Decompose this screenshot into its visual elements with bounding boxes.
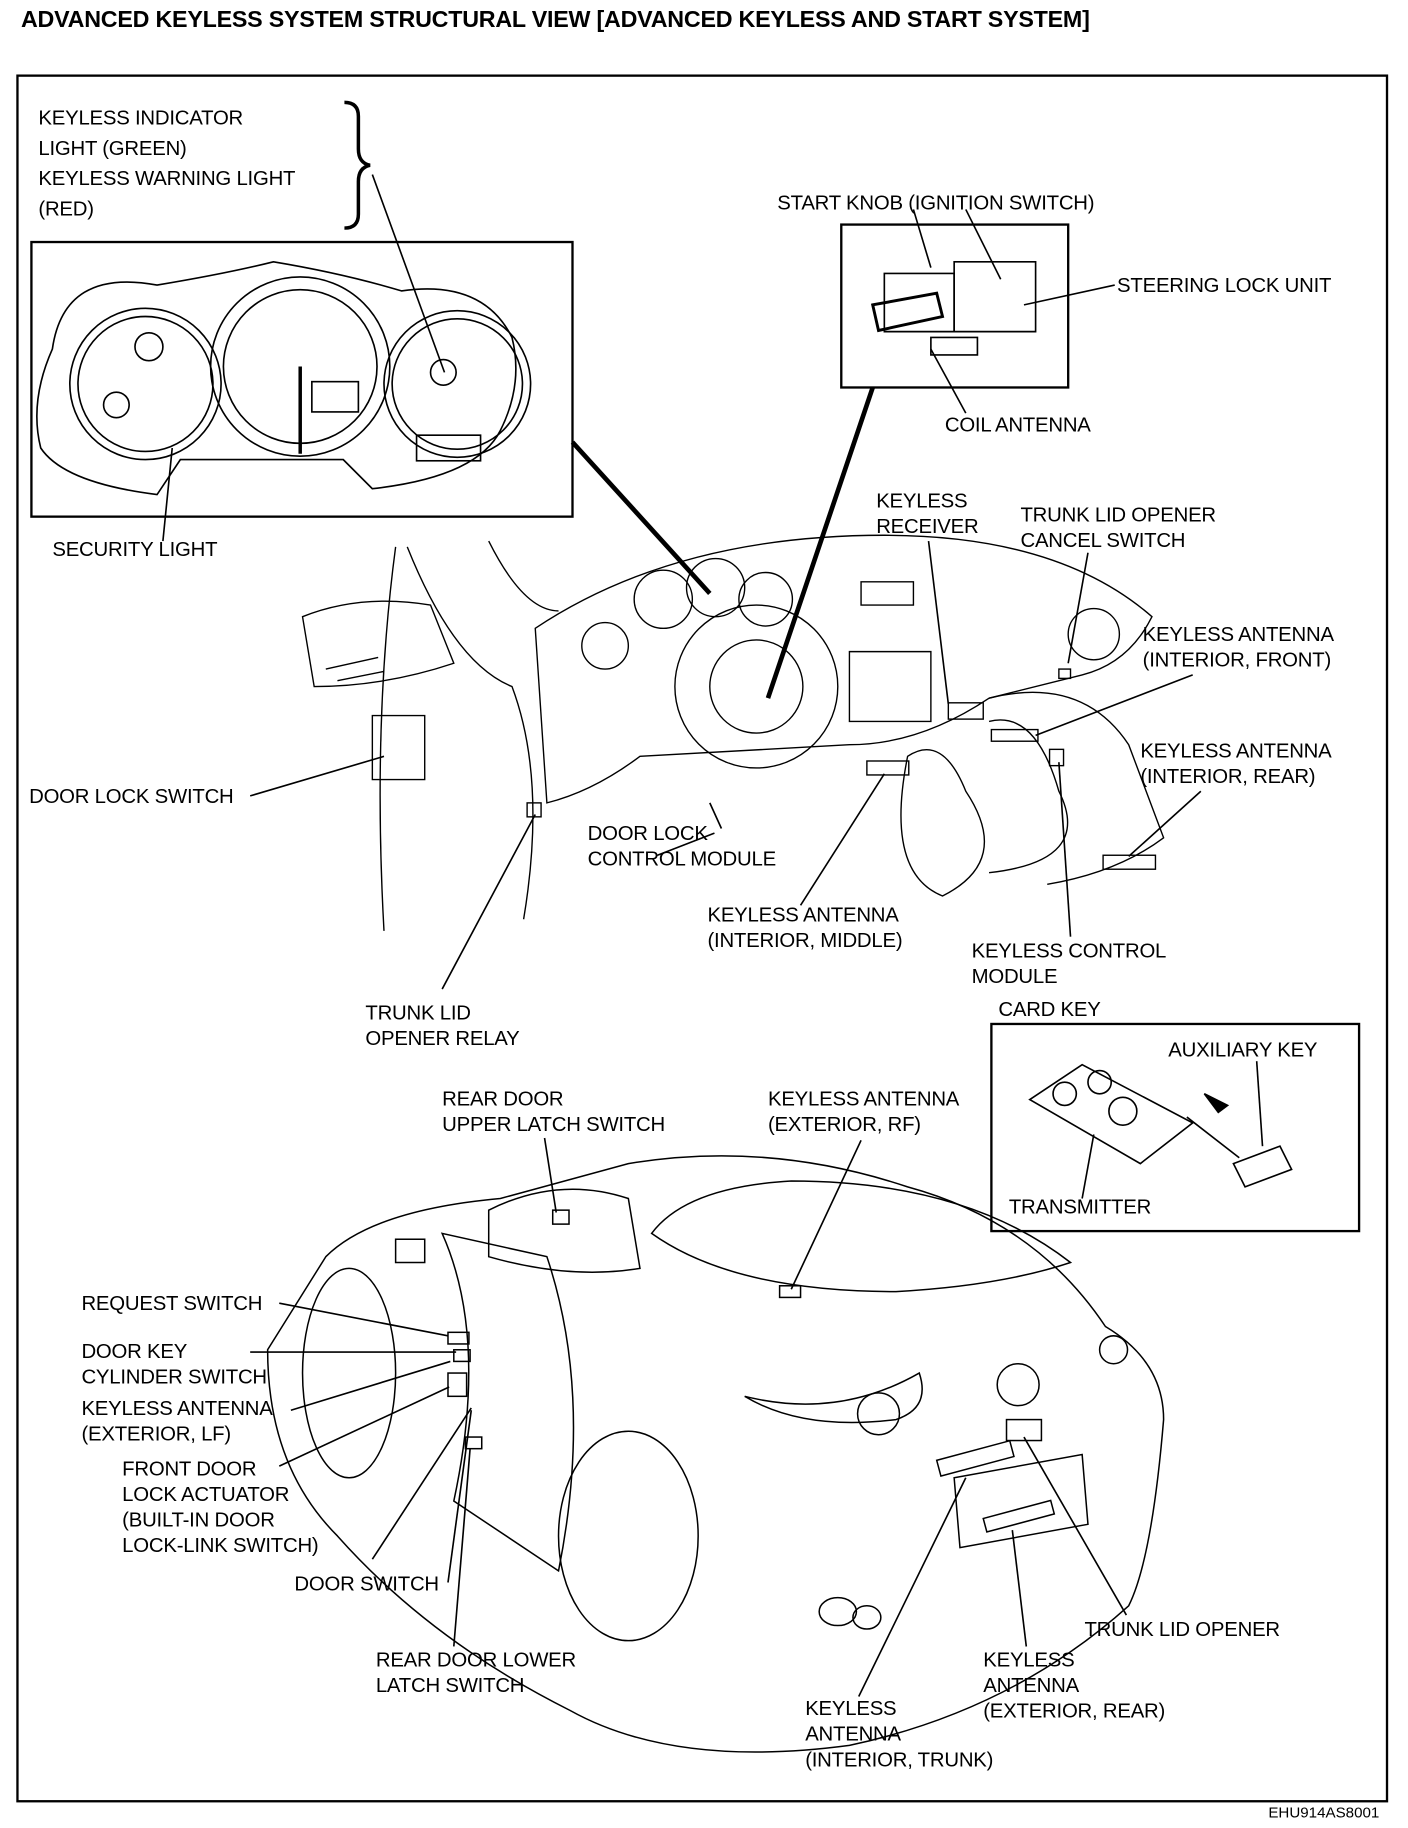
label-antenna-interior-trunk: KEYLESS ANTENNA (INTERIOR, TRUNK) xyxy=(805,1696,994,1771)
card-key-art xyxy=(1028,1063,1293,1188)
label-card-key: CARD KEY xyxy=(998,997,1101,1021)
card-key-box xyxy=(990,1022,1361,1233)
label-start-knob: START KNOB (IGNITION SWITCH) xyxy=(777,190,1095,215)
brace xyxy=(344,100,371,230)
label-door-key-cylinder: DOOR KEY CYLINDER SWITCH xyxy=(81,1339,267,1389)
knob-box xyxy=(840,223,1070,389)
figure-code: EHU914AS8001 xyxy=(1268,1803,1380,1822)
label-rear-upper-latch: REAR DOOR UPPER LATCH SWITCH xyxy=(442,1086,666,1136)
instrument-cluster xyxy=(36,260,532,496)
label-antenna-interior-front: KEYLESS ANTENNA (INTERIOR, FRONT) xyxy=(1142,622,1334,672)
label-request-switch: REQUEST SWITCH xyxy=(81,1291,263,1315)
label-antenna-interior-rear: KEYLESS ANTENNA (INTERIOR, REAR) xyxy=(1140,738,1332,788)
label-security-light: SECURITY LIGHT xyxy=(52,537,218,561)
interior-dashboard-art xyxy=(301,534,1165,931)
label-trunk-cancel-switch: TRUNK LID OPENER CANCEL SWITCH xyxy=(1020,502,1216,552)
label-keyless-indicator: KEYLESS INDICATOR LIGHT (GREEN) KEYLESS … xyxy=(38,105,296,220)
label-antenna-interior-middle: KEYLESS ANTENNA (INTERIOR, MIDDLE) xyxy=(707,902,903,952)
label-keyless-receiver: KEYLESS RECEIVER xyxy=(876,488,979,538)
label-auxiliary-key: AUXILIARY KEY xyxy=(1168,1037,1318,1062)
label-keyless-control-module: KEYLESS CONTROL MODULE xyxy=(971,939,1167,988)
label-door-lock-switch: DOOR LOCK SWITCH xyxy=(29,784,234,808)
label-rear-lower-latch: REAR DOOR LOWER LATCH SWITCH xyxy=(375,1647,577,1697)
frame xyxy=(16,74,1389,1803)
cluster-box xyxy=(30,240,574,518)
label-trunk-opener: TRUNK LID OPENER xyxy=(1084,1617,1280,1641)
label-door-lock-module: DOOR LOCK CONTROL MODULE xyxy=(587,821,777,871)
ignition-switch-art xyxy=(870,260,1037,356)
car-exterior-art xyxy=(266,1155,1165,1753)
label-trunk-relay: TRUNK LID OPENER RELAY xyxy=(365,1000,520,1050)
page-title: ADVANCED KEYLESS SYSTEM STRUCTURAL VIEW … xyxy=(20,6,1090,33)
label-steering-lock: STEERING LOCK UNIT xyxy=(1117,273,1332,297)
label-antenna-exterior-rf: KEYLESS ANTENNA (EXTERIOR, RF) xyxy=(767,1086,960,1136)
label-front-door-actuator: FRONT DOOR LOCK ACTUATOR (BUILT-IN DOOR … xyxy=(122,1456,319,1557)
label-transmitter: TRANSMITTER xyxy=(1008,1195,1152,1219)
label-coil-antenna: COIL ANTENNA xyxy=(944,413,1091,437)
label-door-switch: DOOR SWITCH xyxy=(294,1572,439,1596)
label-antenna-exterior-lf: KEYLESS ANTENNA (EXTERIOR, LF) xyxy=(81,1396,273,1446)
label-antenna-exterior-rear: KEYLESS ANTENNA (EXTERIOR, REAR) xyxy=(983,1647,1166,1723)
